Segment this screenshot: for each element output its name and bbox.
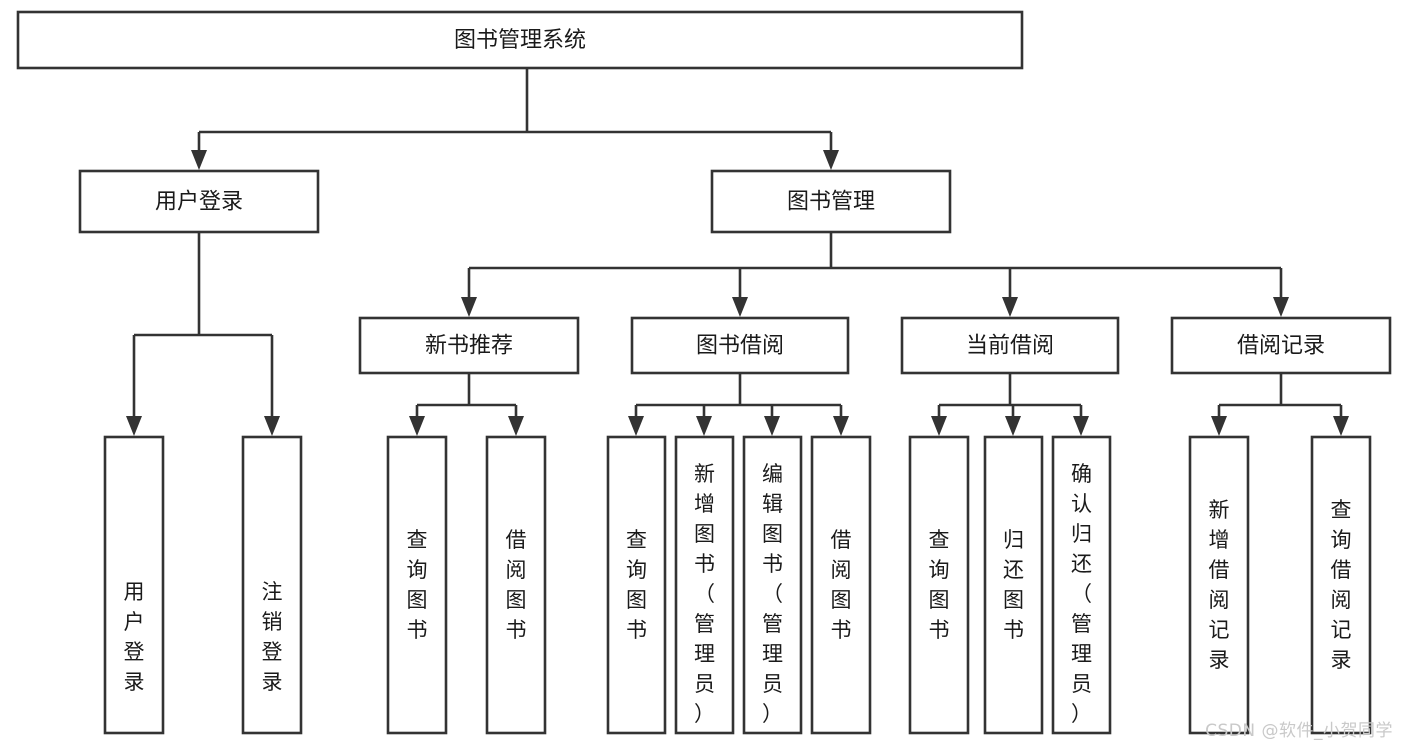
node-box[interactable] (78, 169, 320, 234)
arrow-head-icon (1005, 416, 1021, 436)
node-label: 查询借阅记录 (1331, 498, 1352, 672)
node-label: 查询图书 (626, 528, 647, 642)
arrow-head-icon (508, 416, 524, 436)
arrow-head-icon (1002, 297, 1018, 317)
node-label: 归还图书 (1003, 528, 1024, 642)
node-box[interactable] (742, 435, 803, 735)
arrow-head-icon (191, 150, 207, 170)
connector-group (1211, 373, 1349, 436)
node-box[interactable] (908, 435, 970, 735)
node-label: 查询图书 (929, 528, 950, 642)
node-leaf-logout[interactable]: 注销登录 (241, 435, 303, 735)
node-leaf-confirm-return[interactable]: 确认归还（管理员） (1051, 435, 1112, 735)
node-box[interactable] (606, 435, 667, 735)
node-leaf-query-book-3[interactable]: 查询图书 (908, 435, 970, 735)
connector-group (931, 373, 1089, 436)
node-leaf-borrow-book-1[interactable]: 借阅图书 (485, 435, 547, 735)
node-root[interactable]: 图书管理系统 (16, 10, 1024, 70)
arrow-head-icon (628, 416, 644, 436)
connector-layer (126, 68, 1349, 436)
node-box[interactable] (1170, 316, 1392, 375)
node-label: 用户登录 (155, 190, 243, 215)
node-user-login[interactable]: 用户登录 (78, 169, 320, 234)
arrow-head-icon (1073, 416, 1089, 436)
node-leaf-edit-book[interactable]: 编辑图书（管理员） (742, 435, 803, 735)
node-label: 借阅图书 (831, 528, 852, 642)
node-label: 新增图书（管理员） (694, 462, 715, 726)
arrow-head-icon (764, 416, 780, 436)
connector-group (461, 232, 1289, 317)
node-box[interactable] (358, 316, 580, 375)
arrow-head-icon (264, 416, 280, 436)
arrow-head-icon (823, 150, 839, 170)
node-new-book-recommend[interactable]: 新书推荐 (358, 316, 580, 375)
node-box[interactable] (900, 316, 1120, 375)
node-box[interactable] (386, 435, 448, 735)
node-box[interactable] (674, 435, 735, 735)
arrow-head-icon (409, 416, 425, 436)
node-leaf-borrow-book-2[interactable]: 借阅图书 (810, 435, 872, 735)
node-box[interactable] (1051, 435, 1112, 735)
node-box[interactable] (630, 316, 850, 375)
arrow-head-icon (833, 416, 849, 436)
node-label: 图书管理系统 (454, 28, 586, 53)
node-box[interactable] (1310, 435, 1372, 735)
node-box[interactable] (103, 435, 165, 735)
arrow-head-icon (126, 416, 142, 436)
arrow-head-icon (1211, 416, 1227, 436)
connector-group (409, 373, 524, 436)
node-box[interactable] (1188, 435, 1250, 735)
arrow-head-icon (461, 297, 477, 317)
node-label: 用户登录 (124, 580, 145, 694)
node-book-borrow[interactable]: 图书借阅 (630, 316, 850, 375)
node-label: 当前借阅 (966, 334, 1054, 359)
arrow-head-icon (1273, 297, 1289, 317)
arrow-head-icon (1333, 416, 1349, 436)
node-current-borrow[interactable]: 当前借阅 (900, 316, 1120, 375)
node-box[interactable] (710, 169, 952, 234)
node-leaf-return-book[interactable]: 归还图书 (983, 435, 1044, 735)
node-leaf-query-book-2[interactable]: 查询图书 (606, 435, 667, 735)
node-label: 图书管理 (787, 190, 875, 215)
node-label: 编辑图书（管理员） (762, 462, 783, 726)
node-label: 借阅图书 (506, 528, 527, 642)
node-label: 新书推荐 (425, 334, 513, 359)
node-leaf-query-book-1[interactable]: 查询图书 (386, 435, 448, 735)
node-label: 查询图书 (407, 528, 428, 642)
node-leaf-add-book[interactable]: 新增图书（管理员） (674, 435, 735, 735)
node-borrow-record[interactable]: 借阅记录 (1170, 316, 1392, 375)
node-box[interactable] (485, 435, 547, 735)
node-label: 借阅记录 (1237, 334, 1325, 359)
node-box[interactable] (16, 10, 1024, 70)
connector-group (126, 232, 280, 436)
node-box[interactable] (241, 435, 303, 735)
arrow-head-icon (931, 416, 947, 436)
node-leaf-query-record[interactable]: 查询借阅记录 (1310, 435, 1372, 735)
node-box[interactable] (810, 435, 872, 735)
arrow-head-icon (732, 297, 748, 317)
arrow-head-icon (696, 416, 712, 436)
connector-group (191, 68, 839, 170)
node-label: 确认归还（管理员） (1071, 462, 1092, 726)
node-label: 注销登录 (262, 580, 283, 694)
node-label: 图书借阅 (696, 334, 784, 359)
node-box[interactable] (983, 435, 1044, 735)
node-layer: 图书管理系统用户登录图书管理新书推荐图书借阅当前借阅借阅记录用户登录注销登录查询… (16, 10, 1392, 735)
node-book-manage[interactable]: 图书管理 (710, 169, 952, 234)
node-label: 新增借阅记录 (1209, 498, 1230, 672)
node-leaf-add-record[interactable]: 新增借阅记录 (1188, 435, 1250, 735)
node-leaf-user-login[interactable]: 用户登录 (103, 435, 165, 735)
connector-group (628, 373, 849, 436)
